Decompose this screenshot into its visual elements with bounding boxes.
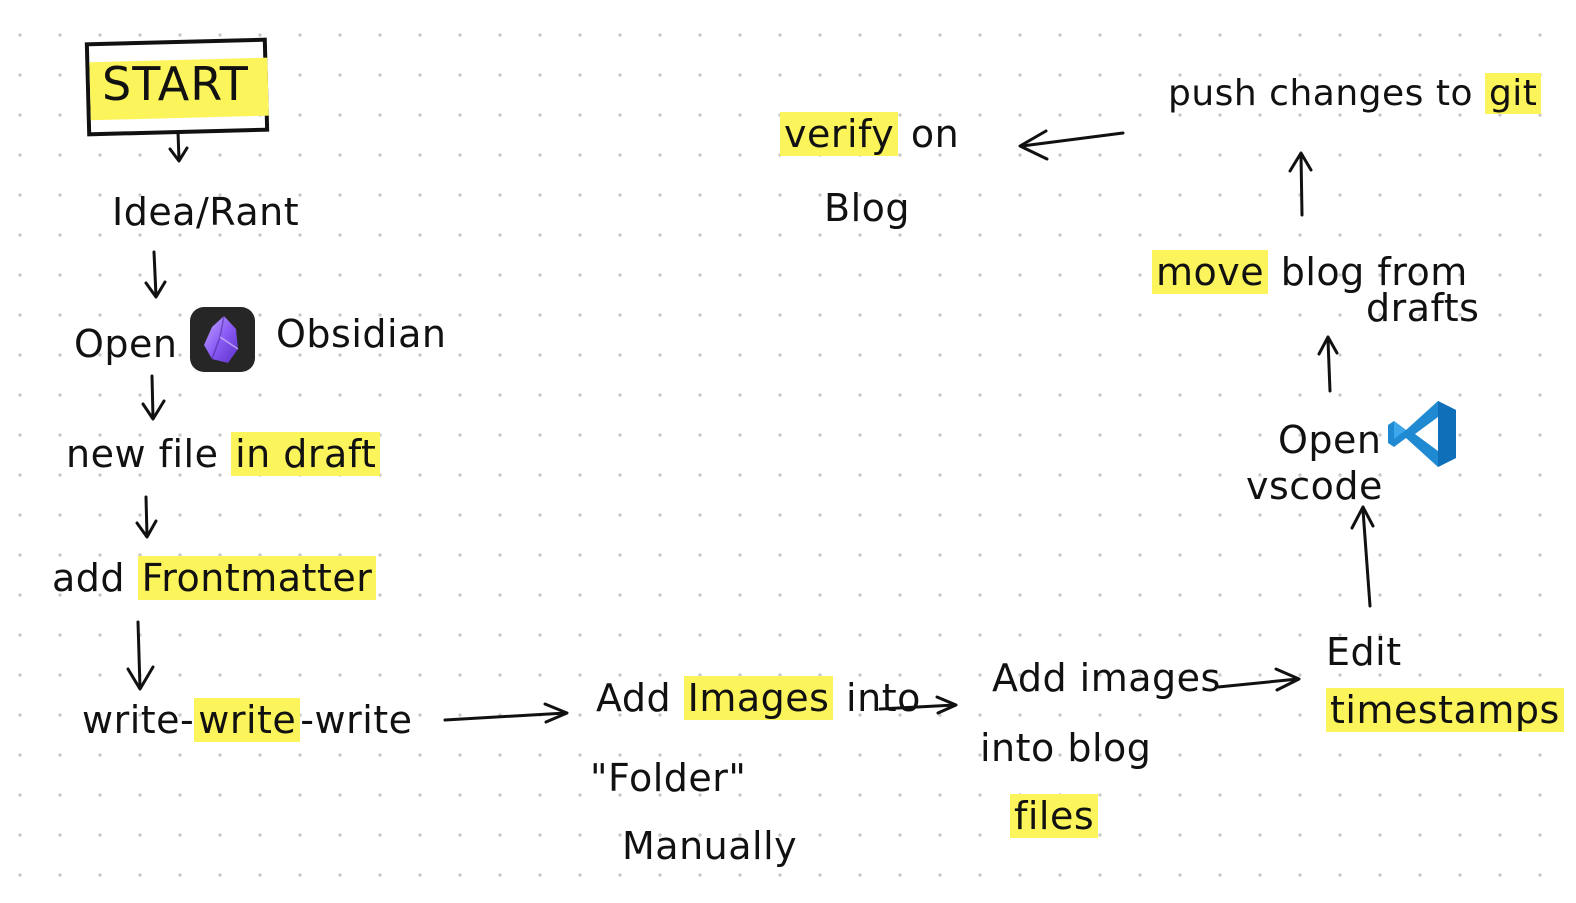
open-obsidian-app: Obsidian bbox=[276, 312, 447, 356]
move-highlight: move bbox=[1152, 250, 1269, 294]
new-file-prefix: new file bbox=[66, 432, 232, 476]
write-1: write- bbox=[82, 698, 195, 742]
add-images-line1: Add Images into bbox=[596, 676, 921, 720]
verify-suffix: on bbox=[898, 112, 960, 156]
move-suffix: blog from bbox=[1268, 250, 1468, 294]
vscode-line1: Open bbox=[1278, 418, 1382, 462]
new-file-highlight: in draft bbox=[231, 432, 381, 476]
blog-images-highlight: files bbox=[1010, 794, 1099, 838]
add-frontmatter-highlight: Frontmatter bbox=[137, 556, 377, 600]
edit-line1: Edit bbox=[1326, 630, 1402, 674]
add-images-line3: Manually bbox=[622, 824, 798, 868]
add-images-prefix: Add bbox=[596, 676, 684, 720]
arrow-open-to-newfile bbox=[141, 374, 166, 421]
arrow-move-to-push bbox=[1288, 151, 1313, 217]
verify-highlight: verify bbox=[780, 112, 899, 156]
idea-label: Idea/Rant bbox=[112, 190, 300, 234]
arrow-edit-to-vscode bbox=[1350, 505, 1375, 608]
add-images-suffix: into bbox=[833, 676, 921, 720]
arrow-push-to-verify bbox=[1018, 129, 1125, 161]
write-2-highlight: write bbox=[194, 698, 301, 742]
arrow-newfile-to-add bbox=[135, 495, 158, 539]
move-line2: drafts bbox=[1366, 286, 1480, 330]
edit-line2: timestamps bbox=[1326, 688, 1564, 732]
arrow-write-to-addimages bbox=[443, 702, 569, 724]
push-label: push changes to git bbox=[1168, 72, 1542, 116]
push-prefix: push changes to bbox=[1168, 73, 1485, 114]
blog-images-line1: Add images bbox=[992, 656, 1221, 700]
add-prefix: add bbox=[52, 556, 138, 600]
blog-images-line2: into blog bbox=[980, 726, 1152, 770]
open-obsidian-prefix: Open bbox=[74, 322, 178, 366]
add-frontmatter-label: add Frontmatter bbox=[52, 556, 377, 600]
add-images-line2: "Folder" bbox=[590, 756, 747, 800]
arrow-blogimages-to-edit bbox=[1216, 667, 1301, 692]
start-label: START bbox=[102, 57, 249, 111]
write-label: write-write-write bbox=[82, 698, 413, 742]
write-3: -write bbox=[300, 698, 413, 742]
verify-line2: Blog bbox=[824, 186, 910, 230]
vscode-icon bbox=[1384, 397, 1460, 471]
arrow-start-to-idea bbox=[168, 130, 189, 163]
obsidian-icon bbox=[190, 307, 255, 372]
vscode-line2: vscode bbox=[1246, 464, 1383, 508]
arrow-add-to-write bbox=[126, 620, 155, 691]
new-file-label: new file in draft bbox=[66, 432, 381, 476]
arrow-idea-to-open bbox=[144, 250, 167, 299]
move-line1: move blog from bbox=[1152, 250, 1468, 294]
arrow-vscode-to-move bbox=[1317, 335, 1339, 393]
blog-images-line3: files bbox=[1010, 794, 1099, 838]
verify-line1: verify on bbox=[780, 112, 959, 156]
edit-timestamps-highlight: timestamps bbox=[1326, 688, 1564, 732]
add-images-highlight: Images bbox=[683, 676, 834, 720]
push-git-highlight: git bbox=[1484, 73, 1542, 114]
